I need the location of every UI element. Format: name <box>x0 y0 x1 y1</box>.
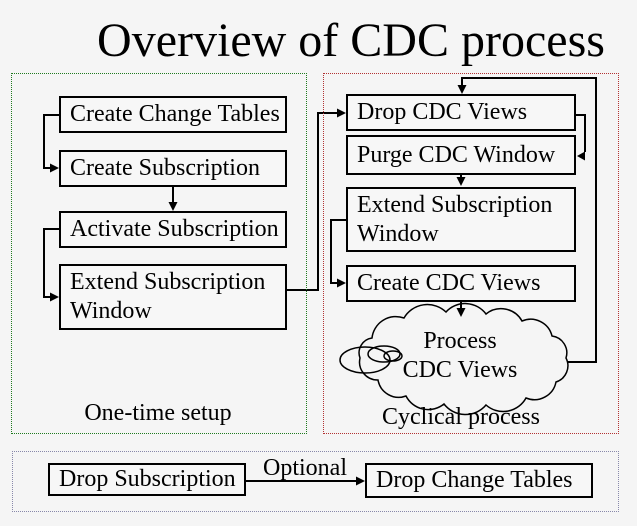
arrowhead-icon <box>50 292 59 302</box>
arrowhead-icon <box>337 278 346 288</box>
step-label: Window <box>70 298 152 324</box>
arrowhead-icon <box>168 202 178 211</box>
arrowhead-icon <box>577 151 585 161</box>
step-label: Drop Subscription <box>59 466 236 492</box>
cloud-tail-bubble-icon <box>367 345 401 363</box>
step-label: Activate Subscription <box>70 216 279 242</box>
connector-create-tables-to-subscription <box>43 114 59 169</box>
connector-extend-to-drop-views <box>287 112 338 291</box>
step-activate-subscription: Activate Subscription <box>59 211 287 248</box>
arrowhead-icon <box>356 476 365 486</box>
step-label: Drop Change Tables <box>376 467 573 493</box>
step-label: Extend Subscription <box>357 191 553 218</box>
step-create-change-tables: Create Change Tables <box>59 96 287 133</box>
cyclical-process-caption: Cyclical process <box>382 404 540 430</box>
connector-cloud-loop-to-drop-views <box>461 77 597 363</box>
group-cyclical-process <box>323 73 619 434</box>
page-title: Overview of CDC process <box>97 14 605 67</box>
cloud-label-line: CDC Views <box>402 357 518 383</box>
step-create-cdc-views: Create CDC Views <box>346 265 576 302</box>
step-label: Create CDC Views <box>357 270 541 296</box>
step-label: Purge CDC Window <box>357 141 556 168</box>
step-drop-cdc-views: Drop CDC Views <box>346 94 576 131</box>
one-time-setup-caption: One-time setup <box>84 400 232 426</box>
connector-drop-views-to-purge <box>576 114 586 152</box>
optional-connector-label: Optional <box>263 455 347 481</box>
connector-activate-to-extend <box>43 228 59 298</box>
arrowhead-icon <box>337 108 346 118</box>
cloud-tail-bubble-icon <box>383 350 403 362</box>
step-extend-subscription-window-setup: Extend Subscription Window <box>59 264 287 330</box>
step-drop-subscription: Drop Subscription <box>48 463 246 496</box>
cloud-label-line: Process <box>423 328 497 354</box>
group-one-time-setup <box>11 73 307 434</box>
step-label: Drop CDC Views <box>357 99 528 125</box>
step-create-subscription: Create Subscription <box>59 150 287 187</box>
arrowhead-icon <box>456 308 466 317</box>
process-cloud-shape <box>358 302 569 416</box>
step-label: Create Change Tables <box>70 101 280 127</box>
step-extend-subscription-window-cyclical: Extend Subscription Window <box>346 187 576 252</box>
step-label: Window <box>357 220 439 247</box>
arrowhead-icon <box>456 177 466 186</box>
arrowhead-icon <box>50 163 59 173</box>
group-optional <box>12 451 619 512</box>
arrowhead-icon <box>457 85 467 94</box>
cloud-process-cdc-views-label: Process CDC Views <box>382 327 538 385</box>
step-drop-change-tables: Drop Change Tables <box>365 463 593 498</box>
connector-extend-to-create-views <box>330 219 346 284</box>
step-purge-cdc-window: Purge CDC Window <box>346 135 576 175</box>
step-label: Create Subscription <box>70 155 260 181</box>
step-label: Extend Subscription <box>70 269 266 295</box>
